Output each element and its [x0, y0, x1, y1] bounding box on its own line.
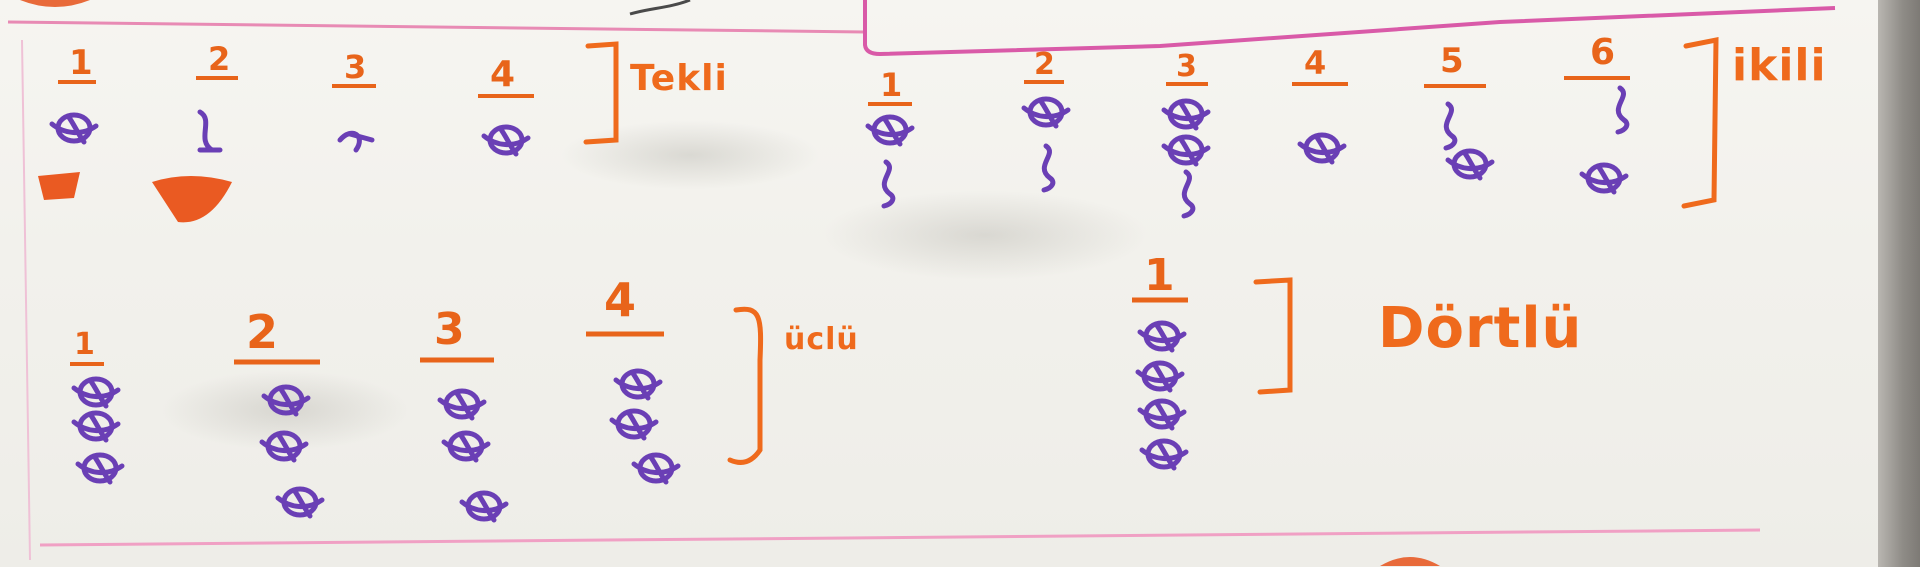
orange-triangle-shape [152, 176, 232, 223]
figure-number: 2 [1034, 47, 1055, 82]
figure: 4 [1292, 44, 1348, 162]
whiteboard-frame [1878, 0, 1920, 567]
guide-line [7, 20, 866, 34]
figure: 1 [38, 43, 96, 200]
figure-number: 2 [246, 305, 278, 359]
figure-number: 4 [1304, 44, 1326, 82]
bracket-shape [727, 306, 764, 465]
eraser-smudge [820, 190, 1150, 280]
whiteboard-drawing: 1 2 3 4 [7, 0, 1836, 566]
group-dortlu: 1 [1132, 250, 1293, 468]
marker-cap-shape [20, 0, 90, 7]
group-tekli: 1 2 3 4 [38, 40, 619, 223]
figure-number: 3 [344, 48, 366, 86]
marker-line [629, 0, 691, 16]
orange-triangle-shape [38, 172, 80, 200]
figure-number: 2 [208, 40, 230, 78]
group-label-uclu: üclü [784, 322, 859, 357]
figure: 3 [1164, 49, 1208, 216]
figure-number: 4 [604, 273, 636, 327]
figure-number: 6 [1590, 32, 1615, 73]
figure-number: 3 [1176, 49, 1197, 84]
figure: 4 [586, 273, 678, 482]
figure-number: 5 [1440, 41, 1464, 81]
whiteboard: 1 2 3 4 [0, 0, 1878, 567]
figure-number: 1 [69, 43, 93, 83]
bracket-shape [1253, 277, 1293, 395]
eraser-smudge [160, 370, 410, 450]
group-label-tekli: Tekli [630, 58, 728, 99]
figure: 2 [152, 40, 238, 223]
figure-number: 1 [74, 327, 95, 362]
figure: 4 [478, 54, 534, 154]
bracket-shape [583, 41, 619, 145]
figure: 2 [1024, 47, 1068, 190]
marker-cap-shape [1380, 557, 1440, 566]
figure: 1 [1132, 250, 1188, 468]
eraser-smudge [560, 120, 820, 190]
figure-number: 1 [1144, 250, 1175, 301]
figure: 3 [332, 48, 376, 153]
figure: 2 [234, 305, 322, 516]
group-ikili: 1 2 3 4 [868, 32, 1719, 216]
bracket-shape [1681, 36, 1719, 209]
figure-number: 4 [490, 54, 515, 95]
figure: 1 [868, 66, 912, 206]
figure-number: 1 [880, 66, 902, 104]
figure: 5 [1424, 41, 1492, 178]
guide-line [21, 39, 31, 561]
group-label-dortlu: Dörtlü [1378, 296, 1583, 361]
guide-line [863, 0, 1836, 57]
figure: 6 [1564, 32, 1630, 192]
figure-number: 3 [434, 304, 465, 355]
group-label-ikili: ikili [1732, 40, 1827, 91]
guide-line [39, 528, 1761, 547]
group-uclu: 1 2 3 4 [70, 273, 764, 520]
figure: 3 [420, 304, 506, 520]
figure: 1 [70, 327, 122, 482]
